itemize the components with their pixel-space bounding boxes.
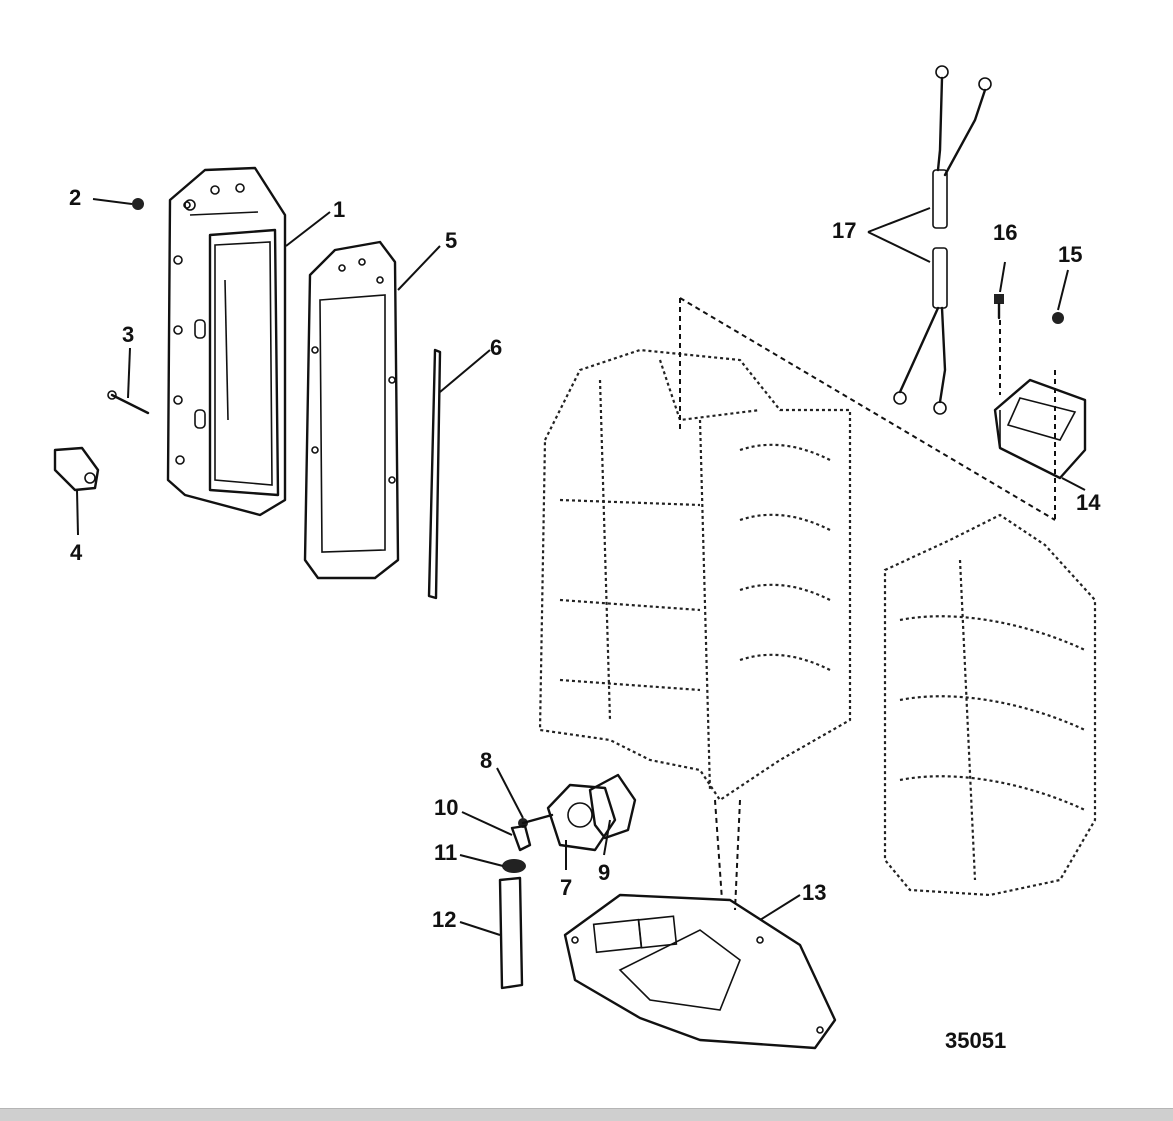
callout-1: 1 [333, 197, 345, 222]
part-2-nut [132, 198, 144, 210]
bottom-bar [0, 1108, 1173, 1121]
crankcase-outline [883, 513, 1097, 897]
part-13-plate [563, 893, 837, 1050]
part-14-module [993, 378, 1087, 480]
callout-16: 16 [993, 220, 1017, 245]
callout-3: 3 [122, 322, 134, 347]
callout-6: 6 [490, 335, 502, 360]
callout-4: 4 [70, 540, 83, 565]
callout-13: 13 [802, 880, 826, 905]
leader-lines [76, 198, 1086, 936]
engine-block-outline [538, 348, 852, 802]
callout-11: 11 [434, 840, 457, 865]
part-4-clamp [53, 446, 100, 492]
callout-labels: 1 2 3 4 5 6 7 8 9 10 11 12 13 14 15 16 1… [69, 185, 1101, 932]
callout-7: 7 [560, 875, 572, 900]
alignment-lines [679, 297, 1056, 911]
callout-14: 14 [1076, 490, 1101, 515]
part-1-exhaust-cover [166, 166, 287, 517]
part-7-cover [546, 783, 617, 852]
callout-17: 17 [832, 218, 856, 243]
callout-15: 15 [1058, 242, 1082, 267]
callout-5: 5 [445, 228, 457, 253]
part-12-hose [498, 876, 524, 990]
part-16-screw [994, 294, 1004, 320]
part-9-gasket [588, 773, 637, 840]
callout-8: 8 [480, 748, 492, 773]
part-17-harness [893, 65, 992, 415]
part-10-fitting [510, 824, 532, 852]
part-6-seal-strip [427, 348, 442, 600]
figure-number: 35051 [945, 1028, 1006, 1053]
callout-12: 12 [432, 907, 456, 932]
callout-2: 2 [69, 185, 81, 210]
callout-10: 10 [434, 795, 458, 820]
part-3-bolt [107, 390, 150, 415]
part-15-nut [1052, 312, 1064, 324]
part-5-gasket [303, 240, 400, 580]
part-11-clamp [502, 859, 526, 873]
callout-9: 9 [598, 860, 610, 885]
